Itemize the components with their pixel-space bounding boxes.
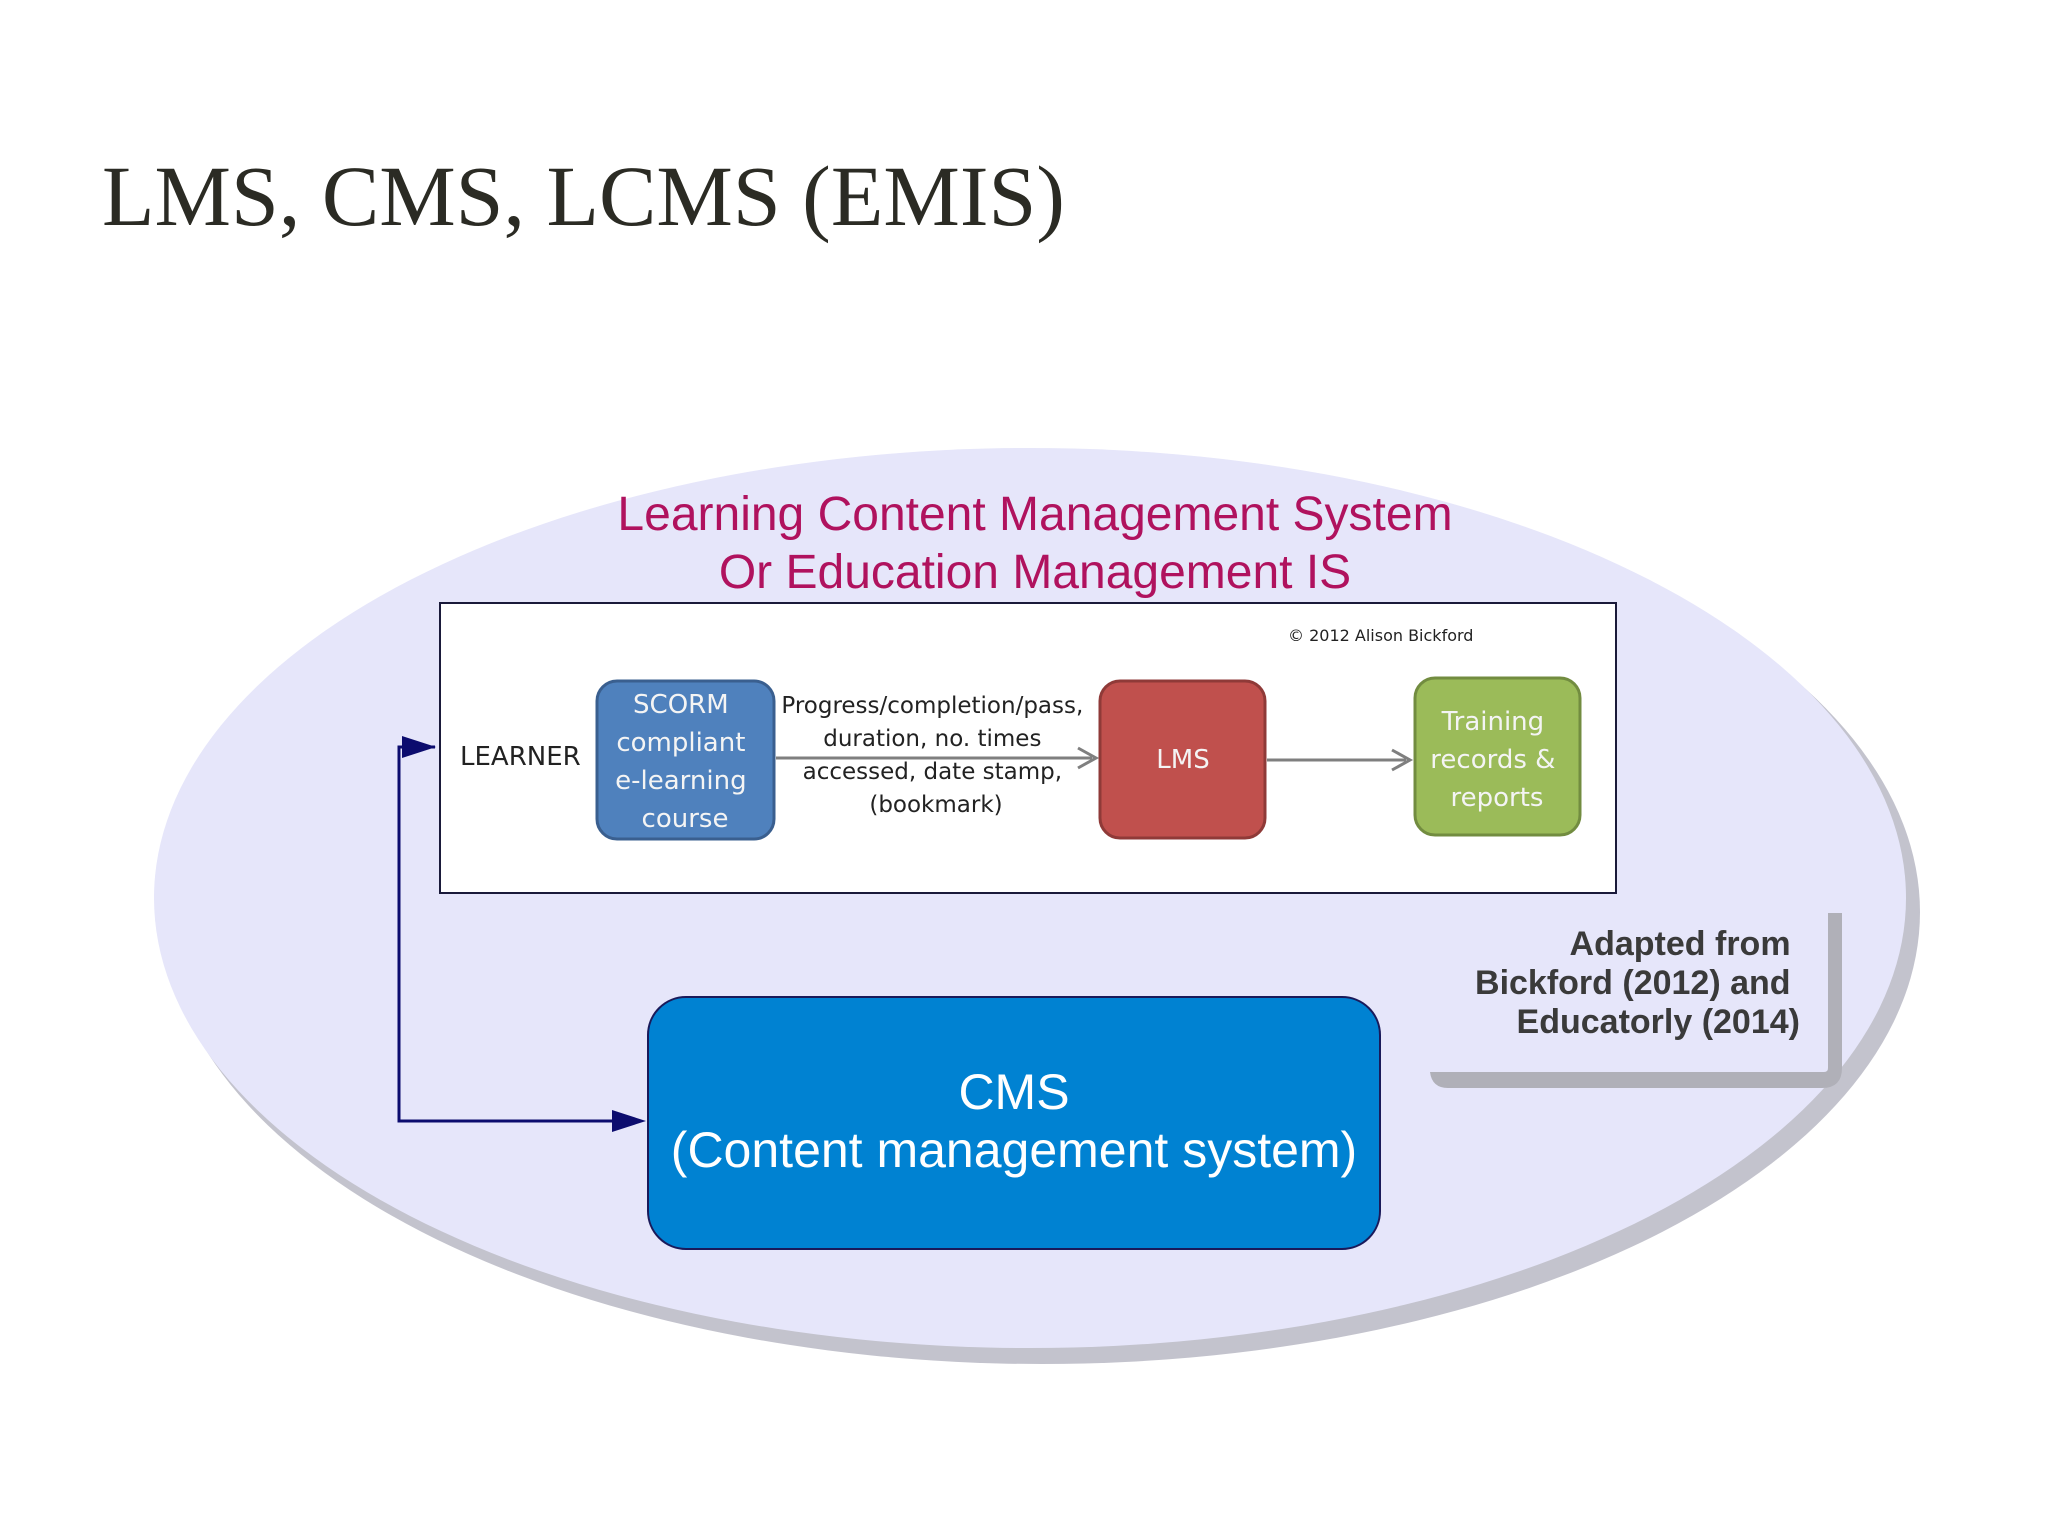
cms-box: [647, 996, 1381, 1250]
cms-box-title: CMS: [958, 1064, 1069, 1120]
training-records-box: [1413, 676, 1582, 837]
lms-box: [1098, 679, 1267, 840]
scorm-course-box: [595, 679, 776, 841]
lms-box-label: LMS: [1156, 745, 1209, 775]
flow-data-label: Progress/completion/pass, duration, no. …: [781, 693, 1090, 818]
training-records-label: Training records & reports: [1430, 707, 1563, 813]
slide-title: LMS, CMS, LCMS (EMIS): [102, 148, 1065, 244]
credit-text: Adapted from Bickford (2012) and Educato…: [1475, 925, 1800, 1041]
scorm-to-lms-arrowhead: [1077, 746, 1100, 770]
credit-callout: Adapted from Bickford (2012) and Educato…: [1430, 913, 1842, 1088]
connector-arrowhead-learner: [402, 736, 436, 758]
learner-cms-connector: [397, 736, 646, 1132]
lms-flow-panel: © 2012 Alison Bickford LEARNER SCORM com…: [439, 602, 1617, 894]
diagram-heading-line1: Learning Content Management System: [617, 488, 1452, 541]
connector-arrowhead-cms: [612, 1110, 646, 1132]
cms-box-subtitle: (Content management system): [671, 1122, 1357, 1178]
copyright-note: © 2012 Alison Bickford: [1288, 626, 1473, 645]
scorm-course-label: SCORM compliant e-learning course: [615, 690, 755, 834]
learner-label: LEARNER: [460, 742, 581, 772]
diagram-heading-line2: Or Education Management IS: [719, 546, 1351, 599]
lms-to-training-arrowhead: [1391, 748, 1414, 772]
